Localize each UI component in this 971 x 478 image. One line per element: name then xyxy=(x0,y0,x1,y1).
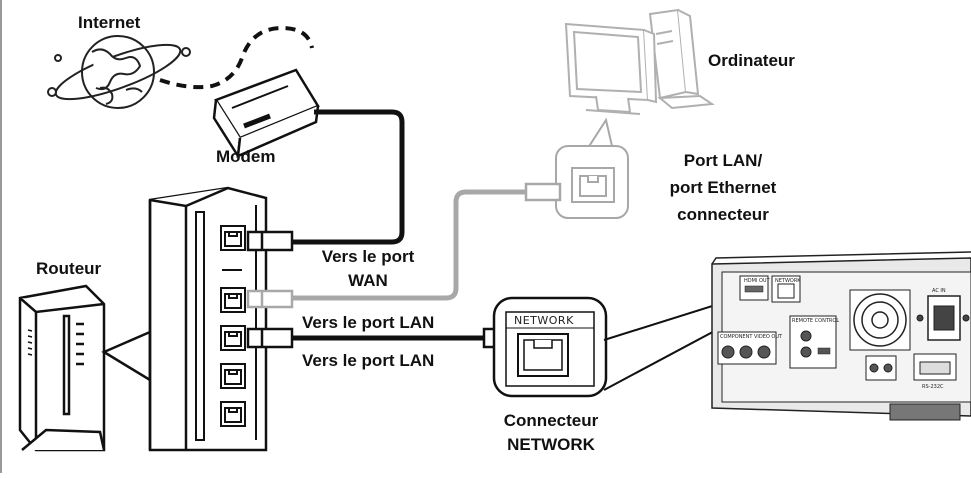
label-router: Routeur xyxy=(36,259,102,278)
label-to-lan-1: Vers le port LAN xyxy=(302,313,435,332)
device-remote-label: REMOTE CONTROL xyxy=(792,318,839,324)
wan-plug xyxy=(246,230,294,252)
router-icon xyxy=(18,284,106,452)
device-rs232-label: RS-232C xyxy=(922,384,944,390)
label-computer: Ordinateur xyxy=(708,51,795,70)
modem-icon xyxy=(212,68,320,160)
wan-cable xyxy=(292,109,405,245)
label-connector-2: NETWORK xyxy=(507,435,595,454)
globe-icon xyxy=(47,35,191,109)
device-hdmi-label: HDMI OUT xyxy=(744,278,771,284)
label-internet: Internet xyxy=(78,13,141,32)
label-connector-1: Connecteur xyxy=(503,411,599,430)
device-rear-panel xyxy=(711,251,971,421)
computer-lan-cable xyxy=(292,189,530,301)
label-to-wan-1: Vers le port xyxy=(321,247,415,266)
device-component-label: COMPONENT VIDEO OUT xyxy=(720,334,783,340)
internet-link-dashed xyxy=(159,25,314,90)
label-lan-port-3: connecteur xyxy=(677,205,769,224)
label-to-wan-2: WAN xyxy=(348,271,388,290)
label-modem: Modem xyxy=(216,147,276,166)
label-to-lan-2: Vers le port LAN xyxy=(302,351,435,370)
device-network-label: NETWORK xyxy=(775,278,801,284)
connector-network-text: NETWORK xyxy=(514,314,574,327)
computer-lan-plug xyxy=(246,182,562,309)
router-port-panel xyxy=(101,186,268,452)
device-acin-label: AC IN xyxy=(932,288,946,294)
label-lan-port-2: port Ethernet xyxy=(669,178,777,197)
computer-icon xyxy=(564,8,715,115)
lan-port-callout xyxy=(555,117,629,219)
network-connector-zoom xyxy=(492,296,608,398)
label-lan-port-1: Port LAN/ xyxy=(683,151,763,170)
